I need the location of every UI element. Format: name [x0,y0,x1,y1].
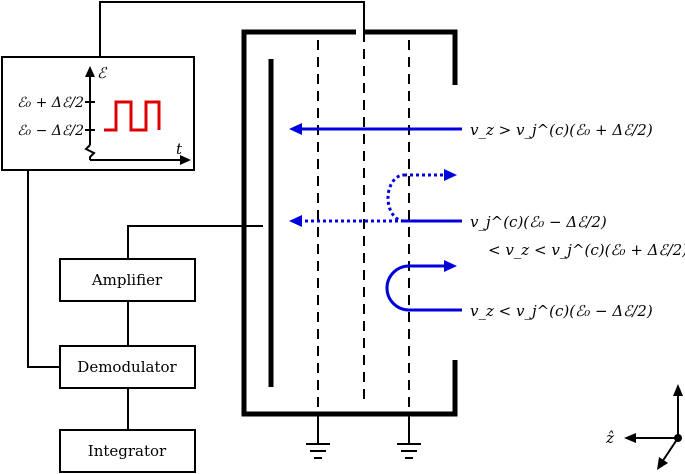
waveform-y-label: ℰ [97,64,108,82]
trajectory-fast [289,123,462,135]
waveform-panel-frame [1,56,195,171]
waveform-x-arrowhead [180,155,191,165]
waveform-y-arrowhead [85,66,95,77]
trajectory-slow [385,260,462,312]
waveform-panel: ℰ t ℰ₀ + Δℰ/2 ℰ₀ − Δℰ/2 [1,56,195,171]
condition-middle-label-2: < v_z < v_j^(c)(ℰ₀ + Δℰ/2) [488,241,685,259]
axis-up-arrowhead [673,384,683,396]
trajectory-middle-arrowhead-left [289,215,302,227]
amplifier-box: Amplifier [59,258,196,302]
waveform-axis-break [84,144,96,160]
demodulator-frame [59,345,196,389]
level-high-label: ℰ₀ + Δℰ/2 [17,95,84,111]
ground-left [306,414,330,459]
trajectory-middle-arrowhead-right [444,169,457,181]
demodulator-label: Demodulator [77,358,177,376]
axis-z-label: ẑ [605,429,614,447]
condition-middle-label-1: v_j^(c)(ℰ₀ − Δℰ/2) [470,213,607,231]
integrator-box: Integrator [59,429,196,473]
wire-plate-to-amplifier [127,225,263,259]
coordinate-axes: ẑ [605,384,683,470]
trajectory-fast-arrowhead [289,123,302,135]
amplifier-label: Amplifier [91,271,163,289]
trajectory-middle [289,169,462,227]
electrode-housing [241,29,458,417]
wires [27,1,365,430]
square-wave [104,100,161,132]
wire-panel-to-grid [99,1,365,57]
waveform-x-label: t [176,140,183,158]
housing-top-right [241,29,458,417]
demodulator-box: Demodulator [59,345,196,389]
axis-diagonal-arrowhead [657,457,668,470]
integrator-label: Integrator [88,442,167,460]
wire-panel-to-demodulator [27,170,60,368]
condition-fast-label: v_z > v_j^(c)(ℰ₀ + Δℰ/2) [470,121,653,139]
condition-slow-label: v_z < v_j^(c)(ℰ₀ − Δℰ/2) [470,302,653,320]
amplifier-frame [59,258,196,302]
axis-z-arrowhead [624,433,636,443]
trajectory-slow-arrowhead [444,260,457,272]
ground-right [397,414,421,459]
level-low-label: ℰ₀ − Δℰ/2 [17,123,84,139]
grids [317,32,410,414]
integrator-frame [59,429,196,473]
housing-top-left [364,29,458,85]
